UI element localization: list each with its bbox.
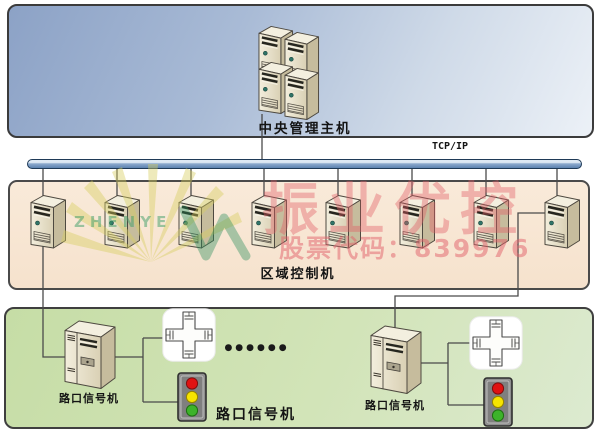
ellipsis-dots: ●●●●●● <box>224 343 290 353</box>
signal-cabinet-icon <box>64 318 116 391</box>
server-tower-icon <box>399 193 436 250</box>
server-tower-icon <box>251 193 288 250</box>
regional-controller-label: 区域控制机 <box>260 267 336 282</box>
tcpip-network-bus <box>27 159 582 169</box>
server-tower-icon <box>104 193 141 250</box>
traffic-light-icon <box>483 377 513 427</box>
intersection-section-label: 路口信号机 <box>216 407 296 423</box>
right-cabinet-label: 路口信号机 <box>365 399 425 412</box>
server-tower-icon <box>178 193 215 250</box>
server-tower-icon <box>325 193 362 250</box>
server-tower-icon <box>544 193 581 250</box>
crossroad-icon <box>162 308 216 362</box>
central-host-label: 中央管理主机 <box>258 121 352 137</box>
signal-cabinet-icon <box>370 323 422 396</box>
crossroad-icon <box>469 316 523 370</box>
central-server-icon <box>284 66 320 122</box>
server-tower-icon <box>473 193 510 250</box>
server-tower-icon <box>30 193 67 250</box>
left-cabinet-label: 路口信号机 <box>59 392 119 405</box>
tcpip-label: TCP/IP <box>431 141 469 152</box>
